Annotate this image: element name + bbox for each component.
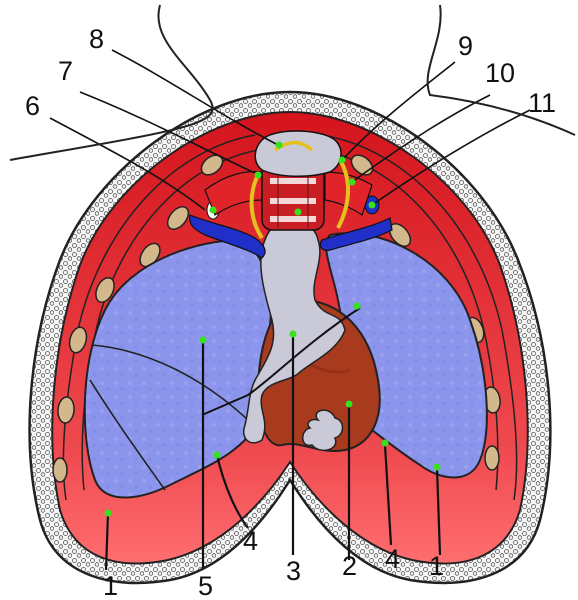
intercostal-stripe-left: [62, 134, 256, 501]
trachea: [261, 159, 325, 231]
ribs-left: [52, 154, 224, 483]
left-lung-fissure-1: [91, 344, 249, 421]
pericardial-fold: [302, 409, 344, 452]
azygos-vein: [319, 217, 393, 251]
intercostal-stripe-left-inner: [81, 149, 259, 491]
intercostal-stripe-right: [321, 134, 518, 501]
label-11: 11: [528, 88, 556, 118]
label-1-right: 1: [429, 551, 444, 581]
vena-cava: [189, 214, 266, 259]
vagus-nerve-left: [249, 174, 264, 240]
label-3: 3: [286, 556, 301, 586]
label-7: 7: [58, 56, 73, 86]
diaphragm-line: [201, 307, 361, 416]
label-8: 8: [89, 24, 104, 54]
label-1-left: 1: [103, 571, 118, 600]
label-4-right: 4: [385, 544, 400, 574]
right-lung: [325, 232, 488, 479]
label-2: 2: [342, 551, 357, 581]
label-10: 10: [485, 58, 515, 88]
vagus-nerve-right: [336, 158, 351, 229]
label-6: 6: [25, 91, 40, 121]
label-5: 5: [198, 571, 213, 600]
left-lung-fissure-2: [89, 379, 166, 491]
label-4-left: 4: [243, 526, 258, 556]
label-pins: [104, 141, 441, 517]
vertebra: [254, 130, 342, 178]
intercostal-stripe-right-inner: [319, 149, 499, 491]
label-9: 9: [458, 31, 473, 61]
neck-outline-right: [426, 4, 576, 136]
neck-outline-left: [9, 4, 214, 161]
